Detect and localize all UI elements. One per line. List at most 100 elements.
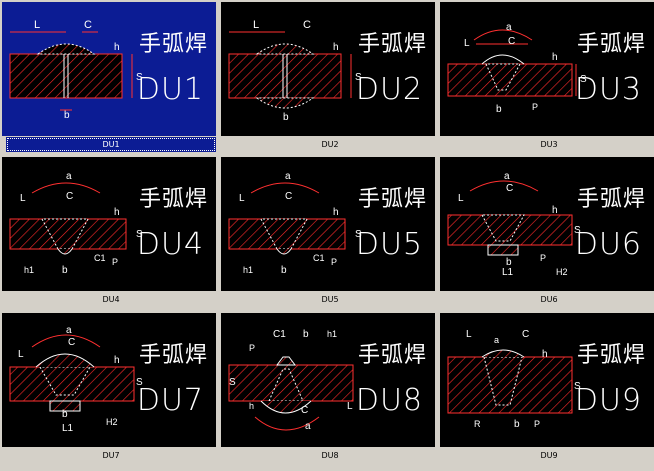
weld-drawing: C1 b h1 P S h C L a — [228, 329, 354, 432]
dim-label: b — [62, 265, 68, 276]
dim-label: a — [504, 171, 510, 182]
weld-item-du5[interactable]: a L C h S C1 h1 b P 手弧焊 DU5 DU5 — [219, 155, 435, 310]
dim-label: L — [34, 19, 40, 31]
weld-item-du2[interactable]: L C h S b 手弧焊 DU2 DU2 — [219, 0, 435, 155]
process-title: 手弧焊 — [576, 32, 646, 57]
dim-label: S — [574, 225, 581, 236]
dim-label: b — [62, 409, 68, 420]
weld-diagram-du5[interactable]: a L C h S C1 h1 b P 手弧焊 DU5 — [221, 157, 435, 291]
process-title: 手弧焊 — [576, 187, 646, 212]
dim-label: h — [114, 42, 120, 53]
dim-label: a — [66, 171, 72, 182]
dim-label: S — [136, 72, 143, 83]
dim-label: C — [508, 36, 515, 47]
dim-label: L — [464, 38, 470, 49]
dim-label: C — [285, 191, 292, 202]
weld-diagram-du9[interactable]: L a C h S R b P 手弧焊 DU9 — [440, 313, 654, 447]
dim-label: P — [331, 257, 337, 267]
weld-drawing: a C h L S b L1 H2 — [9, 325, 143, 434]
weld-code: DU9 — [574, 383, 642, 418]
weld-drawing: a L C h S P H2 b L1 — [447, 171, 581, 278]
weld-code: DU5 — [355, 227, 423, 262]
dim-label: H2 — [106, 417, 118, 427]
process-title: 手弧焊 — [576, 343, 646, 368]
weld-caption[interactable]: DU6 — [540, 295, 558, 304]
dim-label: C1 — [273, 329, 286, 340]
dim-label: b — [281, 265, 287, 276]
dim-label: S — [574, 381, 581, 392]
process-title: 手弧焊 — [357, 32, 427, 57]
dim-label: S — [136, 229, 143, 240]
dim-label: S — [136, 377, 143, 388]
weld-item-du7[interactable]: a C h L S b L1 H2 手弧焊 DU7 DU7 — [0, 311, 216, 466]
weld-drawing: a L C h S C1 h1 b P — [228, 171, 362, 276]
dim-label: C1 — [313, 253, 325, 263]
weld-drawing: a L C h S P b — [447, 22, 587, 115]
dim-label: a — [506, 22, 512, 33]
dim-label: a — [305, 421, 311, 432]
weld-caption[interactable]: DU2 — [321, 140, 339, 149]
weld-item-du4[interactable]: a L C h S C1 h1 b P 手弧焊 DU4 DU4 — [0, 155, 216, 310]
dim-label: h — [552, 205, 558, 216]
dim-label: R — [474, 419, 481, 429]
dim-label: P — [534, 419, 540, 429]
weld-code: DU6 — [574, 227, 642, 262]
weld-code: DU3 — [574, 72, 642, 107]
dim-label: P — [249, 343, 255, 353]
dim-label: h — [333, 42, 339, 53]
dim-label: h1 — [327, 329, 337, 339]
weld-caption[interactable]: DU9 — [540, 451, 558, 460]
dim-label: L1 — [502, 267, 514, 278]
dim-label: L — [18, 349, 24, 360]
weld-diagram-du3[interactable]: a L C h S P b 手弧焊 DU3 — [440, 2, 654, 136]
dim-label: L — [466, 329, 472, 340]
process-title: 手弧焊 — [138, 32, 208, 57]
weld-item-du3[interactable]: a L C h S P b 手弧焊 DU3 DU3 — [438, 0, 654, 155]
dim-label: h — [333, 207, 339, 218]
weld-caption[interactable]: DU1 — [6, 137, 216, 152]
process-title: 手弧焊 — [138, 343, 208, 368]
dim-label: a — [285, 171, 291, 182]
dim-label: P — [540, 253, 546, 263]
weld-caption[interactable]: DU8 — [321, 451, 339, 460]
dim-label: S — [355, 72, 362, 83]
weld-caption[interactable]: DU5 — [321, 295, 339, 304]
weld-diagram-du1[interactable]: L C h S b 手弧焊 DU1 — [2, 2, 216, 136]
process-title: 手弧焊 — [357, 187, 427, 212]
weld-code: DU2 — [355, 72, 423, 107]
dim-label: b — [496, 104, 502, 115]
weld-code: DU1 — [136, 72, 204, 107]
weld-diagram-du7[interactable]: a C h L S b L1 H2 手弧焊 DU7 — [2, 313, 216, 447]
weld-item-du6[interactable]: a L C h S P H2 b L1 手弧焊 DU6 DU6 — [438, 155, 654, 310]
weld-caption[interactable]: DU7 — [102, 451, 120, 460]
dim-label: S — [229, 377, 236, 388]
dim-label: h — [114, 355, 120, 366]
weld-code: DU7 — [136, 383, 204, 418]
weld-diagram-du4[interactable]: a L C h S C1 h1 b P 手弧焊 DU4 — [2, 157, 216, 291]
weld-item-du9[interactable]: L a C h S R b P 手弧焊 DU9 DU9 — [438, 311, 654, 466]
weld-drawing: L C h S b — [9, 19, 143, 121]
weld-diagram-du8[interactable]: C1 b h1 P S h C L a 手弧焊 DU8 — [221, 313, 435, 447]
dim-label: P — [532, 102, 538, 112]
weld-item-du8[interactable]: C1 b h1 P S h C L a 手弧焊 DU8 DU8 — [219, 311, 435, 466]
weld-diagram-du2[interactable]: L C h S b 手弧焊 DU2 — [221, 2, 435, 136]
weld-caption[interactable]: DU3 — [540, 140, 558, 149]
weld-diagram-du6[interactable]: a L C h S P H2 b L1 手弧焊 DU6 — [440, 157, 654, 291]
dim-label: h — [114, 207, 120, 218]
dim-label: S — [580, 74, 587, 85]
dim-label: C — [301, 405, 308, 416]
dim-label: C — [303, 19, 311, 31]
dim-label: S — [355, 229, 362, 240]
weld-drawing: L C h S b — [228, 19, 362, 123]
dim-label: C — [68, 337, 75, 348]
dim-label: H2 — [556, 267, 568, 277]
process-title: 手弧焊 — [357, 343, 427, 368]
dim-label: L — [239, 193, 245, 204]
weld-item-du1[interactable]: L C h S b 手弧焊 DU1 DU1 — [0, 0, 216, 155]
dim-label: L — [20, 193, 26, 204]
dim-label: h — [542, 349, 548, 360]
weld-caption[interactable]: DU4 — [102, 295, 120, 304]
dim-label: L — [347, 401, 353, 412]
dim-label: h — [552, 52, 558, 63]
